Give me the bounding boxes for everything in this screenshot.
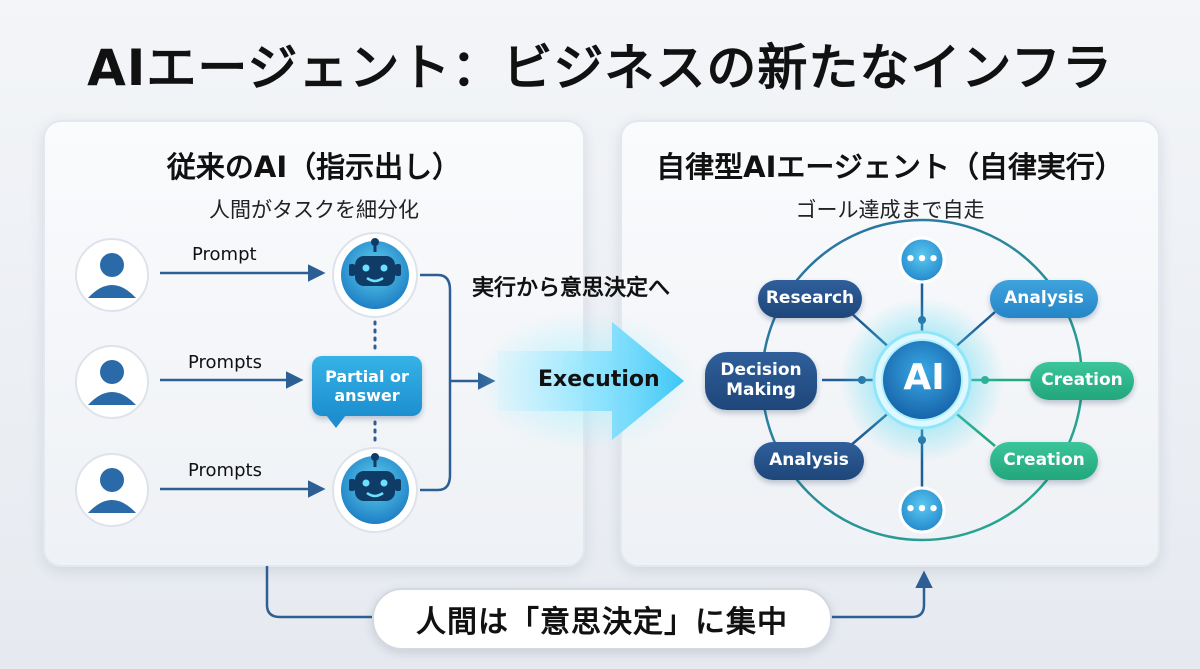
prompts-label: Prompts — [188, 352, 262, 373]
autonomous-agent-title: 自律型AIエージェント（自律実行） — [656, 150, 1124, 184]
more-node — [898, 236, 946, 284]
decision-making-node: Decision Making — [705, 352, 817, 410]
page-title: AIエージェント：ビジネスの新たなインフラ — [87, 39, 1113, 97]
autonomous-agent-subtitle: ゴール達成まで自走 — [795, 198, 985, 222]
prompts-label: Prompts — [188, 460, 262, 481]
creation-node-middle: Creation — [1030, 362, 1134, 400]
robot-icon — [332, 447, 418, 533]
human-focus-label: 人間は「意思決定」に集中 — [372, 588, 832, 650]
person-icon — [75, 238, 149, 312]
merge-bracket — [420, 273, 452, 492]
traditional-ai-subtitle: 人間がタスクを細分化 — [209, 198, 419, 222]
person-icon — [75, 453, 149, 527]
more-node-label: ••• — [904, 499, 940, 520]
analysis-node-bottom: Analysis — [754, 442, 864, 480]
execution-label: Execution — [538, 367, 660, 392]
person-icon — [75, 345, 149, 419]
creation-node-bottom: Creation — [990, 442, 1098, 480]
traditional-ai-title: 従来のAI（指示出し） — [166, 150, 462, 184]
analysis-node-top: Analysis — [990, 280, 1098, 318]
ai-center-label: AI — [903, 357, 945, 398]
prompt-label: Prompt — [192, 244, 257, 265]
partial-answer-bubble: Partial or answer — [312, 356, 422, 428]
shift-caption: 実行から意思決定へ — [472, 276, 671, 301]
execution-arrow — [498, 322, 684, 440]
robot-icon — [332, 232, 418, 318]
bottom-flow-line — [265, 566, 372, 619]
research-node: Research — [758, 280, 862, 318]
more-node — [898, 486, 946, 534]
more-node-label: ••• — [904, 249, 940, 270]
bottom-flow-arrow — [828, 570, 933, 619]
